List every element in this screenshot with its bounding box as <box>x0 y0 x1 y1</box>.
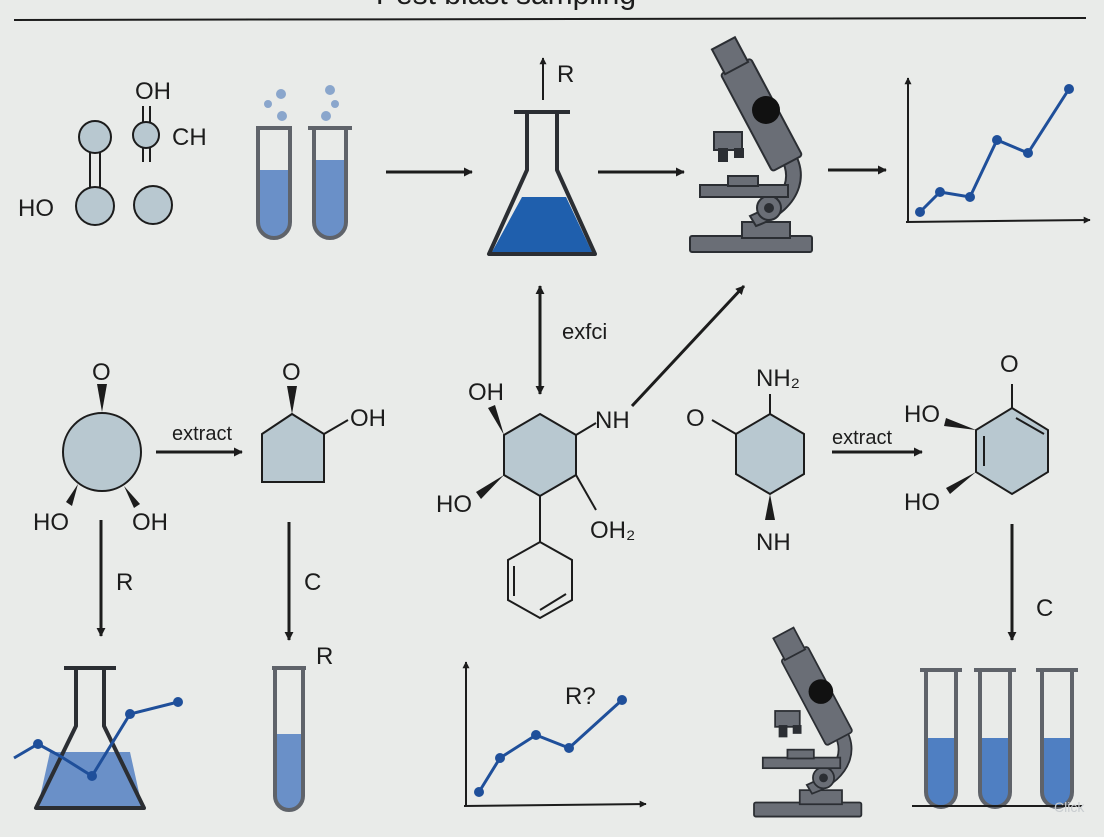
ring-e-ho1: HO <box>904 401 940 428</box>
erlenmeyer-flask-icon <box>487 110 597 256</box>
label-ch: CH <box>172 124 207 151</box>
tube-label: R <box>316 643 333 670</box>
ring-c-oh2: OH₂ <box>590 517 635 544</box>
single-tube-icon <box>272 666 306 812</box>
molecule-ring-e <box>944 384 1049 496</box>
step-extract-1: extract <box>172 423 232 445</box>
microscope-icon <box>689 35 813 253</box>
ring-d-nh: NH <box>756 529 791 556</box>
result-chart-icon <box>462 661 647 808</box>
ring-a-ho: HO <box>33 509 69 536</box>
ring-e-o: O <box>1000 351 1019 378</box>
arrow-ring-to-microscope <box>630 284 746 408</box>
link-label: exfci <box>562 319 607 344</box>
ring-a-o: O <box>92 359 111 386</box>
ring-e-ho2: HO <box>904 489 940 516</box>
microscope-icon-small <box>753 626 863 818</box>
molecule-ring-b <box>261 386 349 483</box>
ring-c-nh: NH <box>595 407 630 434</box>
ring-a-oh: OH <box>132 509 168 536</box>
tube-rack-icon <box>912 668 1082 809</box>
ring-c-oh: OH <box>468 379 504 406</box>
watermark: Click <box>1054 799 1085 815</box>
chart-label: R? <box>565 683 596 710</box>
label-flask-r: R <box>557 61 574 88</box>
step-extract-2: extract <box>832 427 892 449</box>
label-ho-left: HO <box>18 195 54 222</box>
molecule-ring-a <box>62 384 142 508</box>
line-chart-icon <box>904 77 1091 224</box>
ring-d-o: O <box>686 405 705 432</box>
step-c-right: C <box>1036 595 1053 622</box>
title-rule <box>13 17 1087 21</box>
test-tubes-icon <box>256 85 352 240</box>
ring-b-o: O <box>282 359 301 386</box>
flask-with-chart-icon <box>13 666 183 810</box>
ring-b-oh: OH <box>350 405 386 432</box>
label-oh-top: OH <box>135 78 171 105</box>
molecule-ring-c <box>476 405 597 620</box>
page-title: Pest blast sampling <box>376 0 636 11</box>
molecule-ring-d <box>711 394 805 520</box>
step-c: C <box>304 569 321 596</box>
ring-c-ho: HO <box>436 491 472 518</box>
molecule-icon <box>75 106 173 226</box>
ring-d-nh2: NH₂ <box>756 365 800 392</box>
step-r: R <box>116 569 133 596</box>
